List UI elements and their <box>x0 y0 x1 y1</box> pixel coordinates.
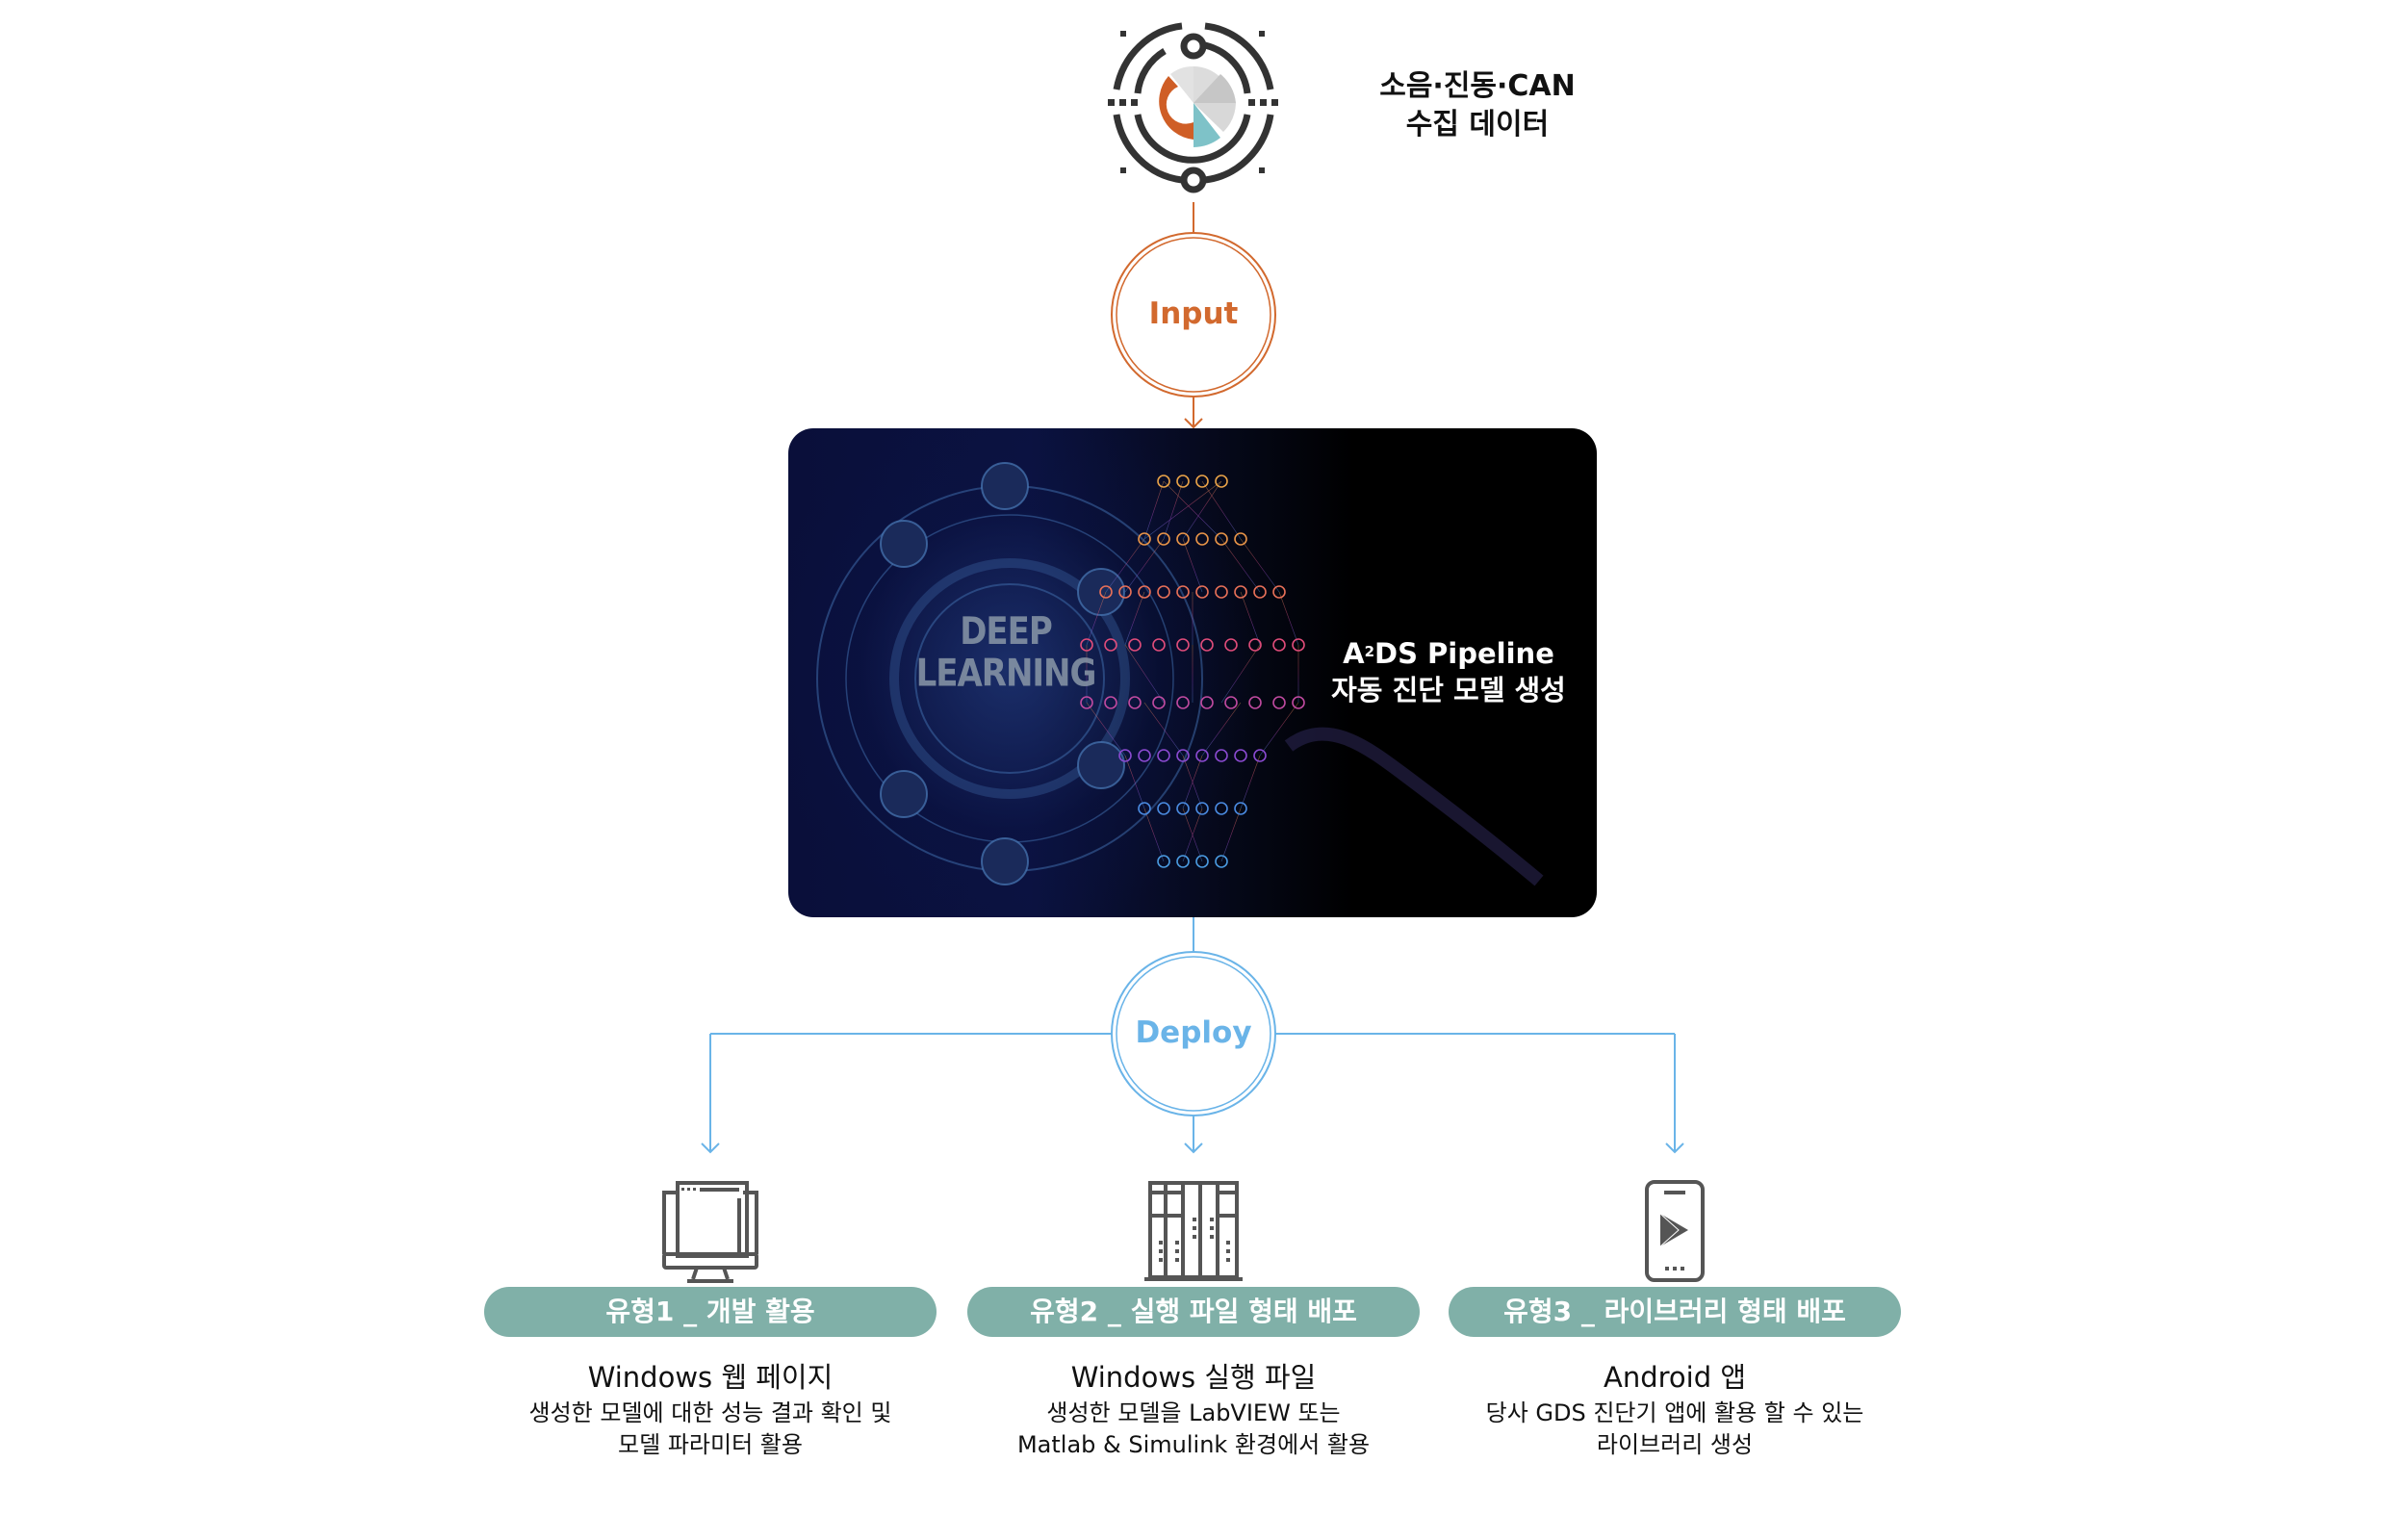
option-2-desc-line2: Matlab & Simulink 환경에서 활용 <box>1016 1431 1371 1458</box>
option-1-description: 생성한 모델에 대한 성능 결과 확인 및 모델 파라미터 활용 <box>460 1398 961 1461</box>
desktop-monitor-icon <box>662 1181 758 1283</box>
pipeline-title-superscript: 2 <box>1364 643 1374 660</box>
option-3-badge: 유형3 _ 라이브러리 형태 배포 <box>1449 1287 1901 1337</box>
option-3-desc-line1: 당사 GDS 진단기 앱에 활용 할 수 있는 <box>1485 1399 1864 1426</box>
option-1-badge: 유형1 _ 개발 활용 <box>484 1287 937 1337</box>
deep-learning-text: DEEP LEARNING <box>915 609 1097 696</box>
mobile-play-store-icon <box>1645 1180 1705 1282</box>
neural-network-illustration <box>816 462 1544 886</box>
option-3-title: Android 앱 <box>1603 1361 1747 1394</box>
source-label-line1: 소음·진동·CAN <box>1379 69 1576 103</box>
pipeline-title: A2DS Pipeline 자동 진단 모델 생성 <box>1280 635 1617 708</box>
option-3-desc-line2: 라이브러리 생성 <box>1596 1431 1754 1458</box>
option-1-desc-line2: 모델 파라미터 활용 <box>618 1431 803 1458</box>
pipeline-title-prefix: A <box>1343 637 1365 670</box>
pipeline-title-suffix: DS Pipeline <box>1374 637 1554 670</box>
deploy-node-label: Deploy <box>1135 1015 1252 1050</box>
option-1-desc-line1: 생성한 모델에 대한 성능 결과 확인 및 <box>528 1399 892 1426</box>
option-3-description: 당사 GDS 진단기 앱에 활용 할 수 있는 라이브러리 생성 <box>1424 1398 1925 1461</box>
pipeline-subtitle: 자동 진단 모델 생성 <box>1331 674 1566 706</box>
option-2-badge: 유형2 _ 실행 파일 형태 배포 <box>967 1287 1420 1337</box>
source-label: 소음·진동·CAN 수집 데이터 <box>1328 67 1627 144</box>
data-collection-radar-icon <box>1108 22 1278 193</box>
option-1-title: Windows 웹 페이지 <box>587 1361 834 1394</box>
input-node-label: Input <box>1148 296 1239 331</box>
option-2-title: Windows 실행 파일 <box>1070 1361 1317 1394</box>
source-label-line2: 수집 데이터 <box>1405 108 1550 141</box>
server-rack-icon <box>1144 1181 1243 1281</box>
option-2-description: 생성한 모델을 LabVIEW 또는 Matlab & Simulink 환경에… <box>943 1398 1444 1461</box>
pipeline-image <box>788 428 1597 917</box>
option-2-desc-line1: 생성한 모델을 LabVIEW 또는 <box>1046 1399 1341 1426</box>
